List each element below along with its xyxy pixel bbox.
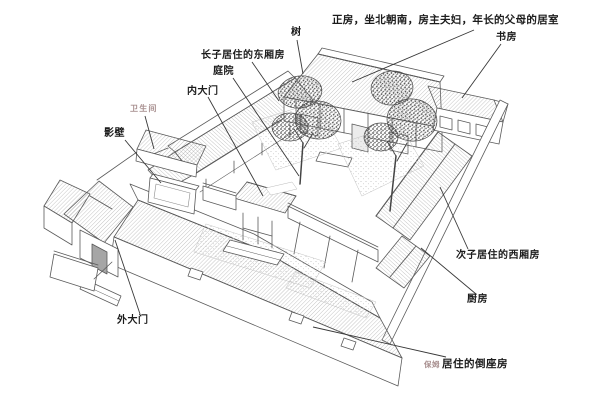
kitchen-building [375,235,431,289]
reversed-house-building [109,183,403,387]
label-west-wing: 次子居住的西厢房 [456,250,540,261]
main-house-steps [315,151,353,168]
leader-bathroom [144,115,155,150]
label-outer-gate: 外大门 [117,315,149,326]
inner-gate-building [202,181,297,266]
label-tree: 树 [291,27,302,38]
label-reversed-house: 保姆 居住的倒座房 [424,359,508,370]
tree-1 [271,75,342,185]
leader-reversed-house [312,326,447,358]
leader-west-wing [439,186,469,250]
roof-dormer [340,337,357,351]
label-study: 书房 [496,32,517,43]
screen-wall-structure [147,173,200,215]
label-maid: 保姆 [424,360,440,369]
leader-tree [296,39,304,75]
label-maid-room: 居住的倒座房 [442,358,508,370]
tree-2 [363,70,438,212]
leader-east-wing [251,61,280,102]
leader-kitchen [420,247,477,295]
leader-lines [114,29,502,358]
wall-line [96,151,138,181]
inner-gate-steps [222,239,285,266]
leader-outer-gate [114,239,141,315]
study-window [439,115,453,131]
label-kitchen: 厨房 [467,294,488,305]
roof-dormer [288,311,305,325]
label-inner-gate: 内大门 [187,86,219,97]
outer-gate-building [43,179,134,307]
label-bathroom: 卫生间 [130,104,158,113]
west-wing-building [375,131,473,241]
label-main-house: 正房，坐北朝南，房主夫妇，年长的父母的居室 [332,14,559,26]
leader-main-house [351,29,475,83]
leader-inner-gate [207,96,264,197]
outer-gate-door [91,243,108,275]
bathroom-building [135,129,207,178]
label-east-wing: 长子居住的东厢房 [201,50,285,61]
leader-study [461,43,502,99]
roof-dormer [187,267,204,281]
label-screen-wall: 影壁 [104,128,125,139]
leader-courtyard [232,77,300,177]
study-window [457,119,471,135]
leader-screen-wall [124,139,162,184]
label-courtyard: 庭院 [213,66,234,77]
